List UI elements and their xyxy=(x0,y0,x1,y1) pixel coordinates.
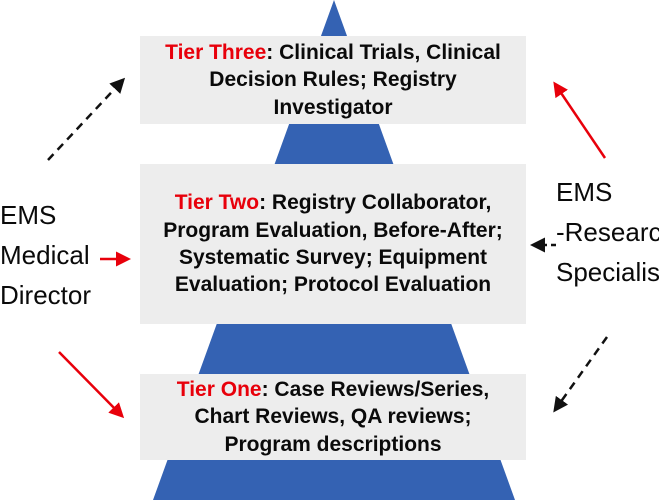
tier-three-tag: Tier Three xyxy=(165,41,267,65)
tier-two-separator: : xyxy=(259,191,272,215)
tier-three-separator: : xyxy=(266,41,280,65)
tier-one-text: Case Reviews/Series, Chart Reviews, QA r… xyxy=(194,378,490,456)
left-label-line: Medical xyxy=(0,240,90,270)
tier-two-box: Tier Two: Registry Collaborator, Program… xyxy=(140,164,526,324)
right-to-tier-three-arrow xyxy=(553,81,607,159)
right-label-line: EMS xyxy=(556,177,613,207)
left-label-line: Director xyxy=(0,280,92,310)
tier-one-tag: Tier One xyxy=(176,378,262,402)
right-to-tier-one-arrow xyxy=(553,336,609,413)
left-to-tier-three-arrow xyxy=(47,77,126,161)
tier-three-text: Clinical Trials, Clinical Decision Rules… xyxy=(209,41,501,119)
tier-two-tag: Tier Two xyxy=(174,191,260,215)
tier-three-box: Tier Three: Clinical Trials, Clinical De… xyxy=(140,36,526,124)
ems-research-specialist-label: EMS -Research Specialist xyxy=(556,172,659,292)
tier-two-text: Registry Collaborator, Program Evaluatio… xyxy=(163,191,503,297)
tier-one-box: Tier One: Case Reviews/Series, Chart Rev… xyxy=(140,374,526,460)
right-label-line: -Research xyxy=(556,217,659,247)
left-to-tier-one-arrow xyxy=(58,351,125,419)
right-label-line: Specialist xyxy=(556,257,659,287)
ems-medical-director-label: EMS Medical Director xyxy=(0,195,91,315)
tier-one-separator: : xyxy=(261,378,275,402)
left-label-line: EMS xyxy=(0,200,57,230)
